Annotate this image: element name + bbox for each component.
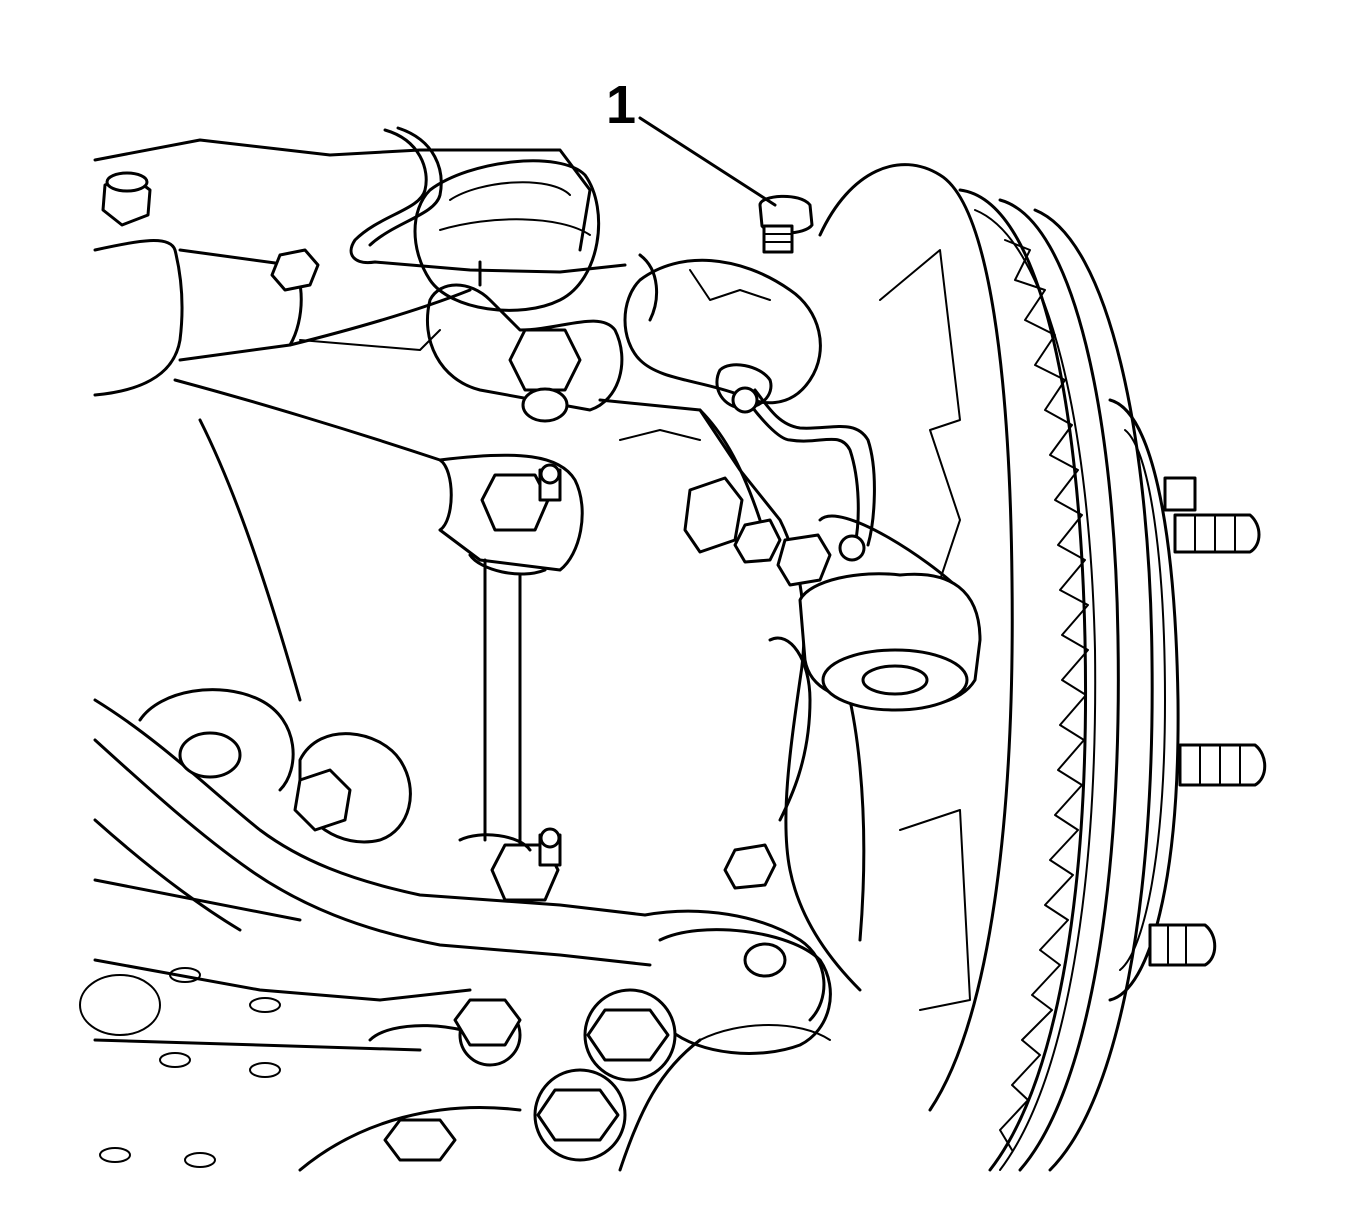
wheel-stud <box>1178 743 1267 787</box>
lower-ball-joint <box>658 928 832 1055</box>
lower-control-arm <box>93 688 826 1022</box>
knuckle-bolt <box>723 843 777 890</box>
knuckle-bolt <box>733 518 782 564</box>
stabilizer-link <box>468 463 562 902</box>
sensor-wire <box>349 126 876 547</box>
brake-rotor <box>818 163 1154 1172</box>
subframe-bolt <box>453 998 522 1067</box>
lower-arm-nut <box>293 768 352 832</box>
upper-control-arm <box>93 138 592 702</box>
wheel-stud <box>1148 923 1217 967</box>
wheel-stud <box>1163 476 1197 512</box>
callout-leader-line <box>638 116 777 207</box>
wheel-hub <box>1108 398 1267 1002</box>
subframe-bolt <box>533 1068 627 1162</box>
subframe-bolt <box>383 1118 457 1162</box>
caliper-bracket <box>798 572 982 712</box>
ball-joint-nut <box>508 328 582 423</box>
stabilizer-link-nut-lower <box>490 827 562 902</box>
brake-line-bracket <box>715 363 773 414</box>
knuckle-bolt <box>683 476 744 554</box>
knuckle-bolt <box>776 533 866 587</box>
upper-ball-joint <box>413 159 624 423</box>
brake-line-bracket-bolt <box>758 194 814 254</box>
upper-arm-bolt <box>101 171 152 227</box>
stabilizer-link-nut-upper <box>480 463 562 532</box>
subframe-bolt <box>583 988 677 1082</box>
wheel-stud <box>1173 513 1261 554</box>
upper-arm-bolt <box>270 248 320 292</box>
callout-label: 1 <box>606 75 637 135</box>
